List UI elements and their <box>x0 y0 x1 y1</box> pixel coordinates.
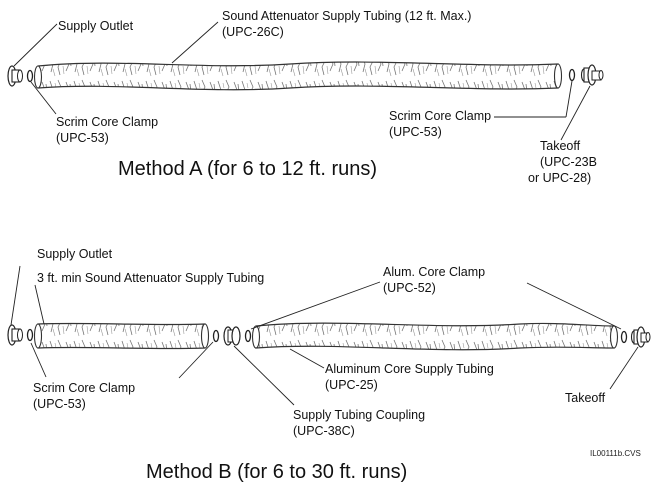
method-b-title: Method B (for 6 to 30 ft. runs) <box>146 461 408 483</box>
aluminum-tubing-part: (UPC-25) <box>325 378 378 392</box>
scrim-clamp-b-left <box>26 328 34 342</box>
attenuator-tubing-b <box>33 322 210 350</box>
coupling-label: Supply Tubing Coupling <box>293 408 426 422</box>
takeoff-label-b: Takeoff <box>565 391 606 405</box>
scrim-clamp-label-a-left: Scrim Core Clamp <box>56 115 159 129</box>
scrim-clamp-label-b: Scrim Core Clamp <box>33 381 136 395</box>
alum-clamp-part: (UPC-52) <box>383 281 436 295</box>
aluminum-tubing-label: Aluminum Core Supply Tubing <box>325 362 494 376</box>
method-a-title: Method A (for 6 to 12 ft. runs) <box>118 158 378 180</box>
scrim-clamp-a-left <box>26 69 34 83</box>
scrim-clamp-b-right <box>212 329 220 343</box>
attenuator-tubing-label-b: 3 ft. min Sound Attenuator Supply Tubing <box>37 271 265 285</box>
supply-outlet-b <box>7 324 23 346</box>
scrim-clamp-part-b: (UPC-53) <box>33 397 86 411</box>
attenuator-tubing-a <box>33 61 563 91</box>
scrim-clamp-part-a-right: (UPC-53) <box>389 125 442 139</box>
coupling-part: (UPC-38C) <box>293 424 355 438</box>
attenuator-tubing-part-a: (UPC-26C) <box>222 25 284 39</box>
takeoff-part-a-2: or UPC-28) <box>528 171 592 185</box>
supply-outlet-a <box>7 65 23 87</box>
supply-outlet-label-b: Supply Outlet <box>37 247 113 261</box>
scrim-clamp-label-a-right: Scrim Core Clamp <box>389 109 492 123</box>
figure-code: IL00111b.CVS <box>590 449 641 458</box>
takeoff-label-a: Takeoff <box>540 139 581 153</box>
scrim-clamp-a-right <box>568 68 576 82</box>
takeoff-part-a-1: (UPC-23B <box>540 155 597 169</box>
alum-clamp-b-left <box>244 329 252 343</box>
scrim-clamp-part-a-left: (UPC-53) <box>56 131 109 145</box>
attenuator-tubing-label-a: Sound Attenuator Supply Tubing (12 ft. M… <box>222 9 472 23</box>
supply-tubing-coupling <box>223 326 241 346</box>
supply-outlet-label-a: Supply Outlet <box>58 19 134 33</box>
leader-lines-a <box>13 21 591 141</box>
leader-lines-b <box>10 265 639 406</box>
takeoff-a <box>580 64 604 86</box>
aluminum-core-tubing <box>251 322 619 351</box>
alum-clamp-b-right <box>620 330 628 344</box>
alum-clamp-label: Alum. Core Clamp <box>383 265 486 279</box>
takeoff-b <box>630 326 651 348</box>
